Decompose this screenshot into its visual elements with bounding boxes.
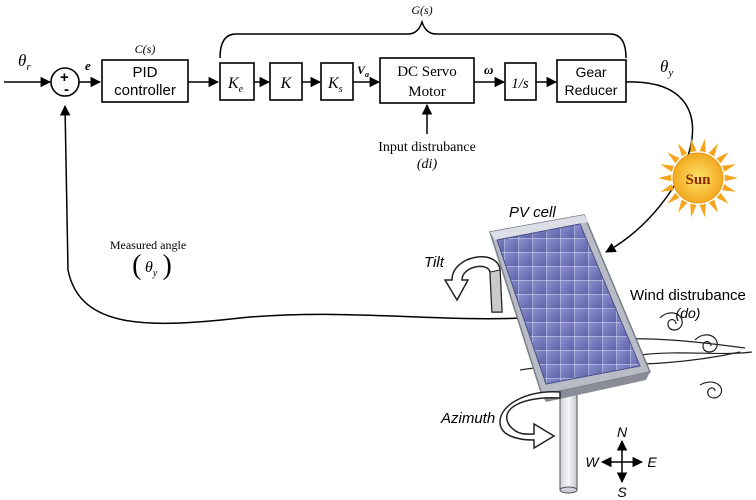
sun-ray [716,152,729,164]
reference-theta-r: θr [18,51,31,73]
pid-controller-block [101,59,189,103]
plant-tf-label: G(s) [411,3,432,17]
sun-ray [678,143,688,157]
sum-minus-sign: - [64,81,69,98]
input-disturbance-label: Input distrubance [378,140,476,155]
wind-disturbance-symbol: (do) [676,305,701,321]
measured-paren: ( ) [132,250,172,281]
omega-label: ω [484,62,493,77]
sun-ray [722,184,736,192]
ke-label: Ke [227,75,244,95]
gear-label-line1: Gear [575,64,606,80]
compass-north: N [617,424,628,440]
dc-servo-motor-block [379,57,475,104]
sum-plus-sign: + [60,69,69,86]
sun-ray [678,199,688,213]
integrator-label: 1/s [511,76,529,92]
sun-ray [708,199,718,213]
sun-ray [660,184,674,192]
sun-ray [699,138,706,153]
sun-ray [716,192,729,204]
tilt-arrow-icon [443,256,503,313]
sun-ray [690,138,697,153]
azimuth-label: Azimuth [440,410,495,427]
azimuth-arrow-icon [499,391,561,450]
compass-east: E [647,454,657,470]
va-label: Va [357,63,369,79]
sun-ray [667,152,680,164]
ks-block [320,62,354,101]
input-disturbance-symbol: (di) [417,157,438,172]
plant-brace [219,19,627,59]
k-label: K [280,75,293,92]
compass-icon [600,439,644,484]
output-theta-y: θy [660,57,673,79]
motor-label-line2: Motor [408,84,446,100]
sun-ray [660,164,674,172]
pid-label-line1: PID [132,64,157,81]
sun-icon [658,138,738,218]
gear-reducer-block [556,59,627,103]
sun-ray [708,143,718,157]
output-to-panel-arrow [605,81,694,253]
measured-theta-y: θy [145,259,158,279]
sun-ray [722,164,736,172]
ke-block [219,62,255,101]
measured-angle-label: Measured angle [110,238,186,252]
compass-west: W [585,454,600,470]
sun-ray [699,203,706,218]
sun-ray [690,203,697,218]
sun-ray [658,174,672,182]
tilt-label: Tilt [424,254,445,271]
motor-label-line1: DC Servo [397,64,457,80]
sun-ray [667,192,680,204]
pv-cell-label: PV cell [509,204,556,221]
feedback-arrow [59,104,526,325]
wind-disturbance-label: Wind distrubance [630,287,746,304]
pv-panel [489,214,652,402]
gear-label-line2: Reducer [565,82,618,98]
sun-label: Sun [685,172,711,188]
controller-tf-label: C(s) [135,42,156,56]
sun-ray [724,174,738,182]
compass-south: S [617,484,627,500]
tracker-pole [559,367,578,494]
pid-label-line2: controller [114,82,176,99]
ks-label: Ks [327,75,343,95]
integrator-block [504,62,537,101]
error-label: e [85,58,91,73]
